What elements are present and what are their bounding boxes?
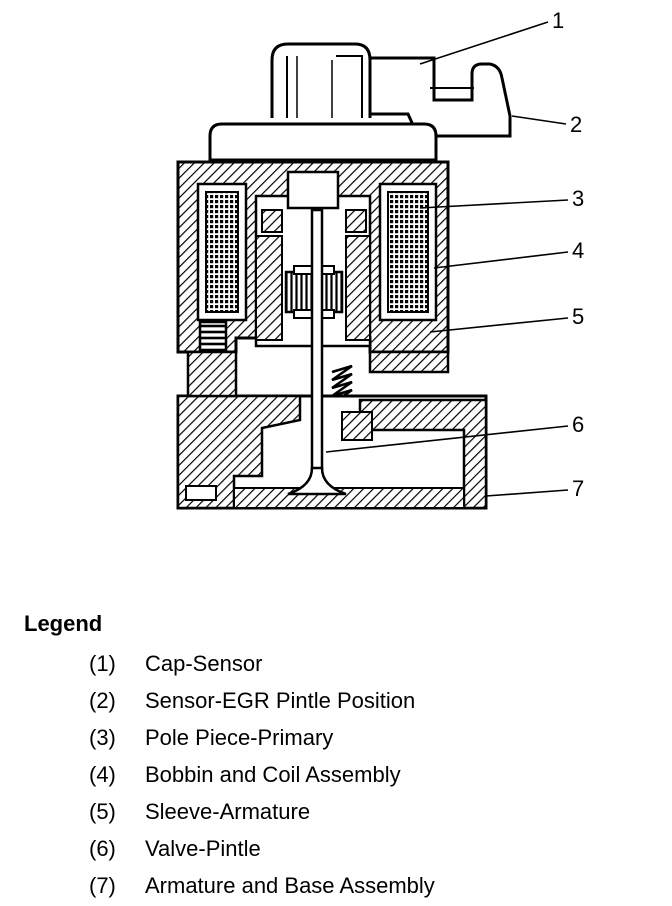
legend-item: (5) Sleeve-Armature [89,793,435,830]
legend-item-number: (7) [89,873,116,898]
legend-item-label: Sleeve-Armature [145,799,311,824]
callout-6: 6 [572,412,584,437]
callout-2: 2 [570,112,582,137]
legend-item-number: (6) [89,836,116,861]
legend-item-label: Pole Piece-Primary [145,725,334,750]
legend-item-number: (1) [89,651,116,676]
sensor-housing [208,122,438,162]
callout-leaders [325,21,569,497]
legend-item: (2) Sensor-EGR Pintle Position [89,682,435,719]
callout-3: 3 [572,186,584,211]
legend-item-label: Valve-Pintle [145,836,261,861]
legend-title: Legend [24,611,103,636]
legend-item: (4) Bobbin and Coil Assembly [89,756,435,793]
legend-item-label: Bobbin and Coil Assembly [145,762,401,787]
legend-list: (1) Cap-Sensor (2) Sensor-EGR Pintle Posit… [89,645,435,904]
legend-item: (1) Cap-Sensor [89,645,435,682]
callout-5: 5 [572,304,584,329]
legend-item-number: (4) [89,762,116,787]
egr-valve-cutaway-diagram: 1 2 3 4 5 6 7 [176,8,584,510]
sensor-cap [270,42,372,118]
callout-7: 7 [572,476,584,501]
legend-item-label: Cap-Sensor [145,651,263,676]
callout-1: 1 [552,8,564,33]
base-assembly [176,350,488,510]
legend-item-label: Sensor-EGR Pintle Position [145,688,416,713]
legend-item-number: (5) [89,799,116,824]
pintle-position-sensor-connector [368,56,512,138]
legend-item: (3) Pole Piece-Primary [89,719,435,756]
legend-item-label: Armature and Base Assembly [145,873,435,898]
callout-4: 4 [572,238,584,263]
valve-pintle [287,208,347,496]
pintle-spring [331,364,353,406]
legend-item: (7) Armature and Base Assembly [89,867,435,904]
legend-item: (6) Valve-Pintle [89,830,435,867]
legend-item-number: (2) [89,688,116,713]
legend-item-number: (3) [89,725,116,750]
